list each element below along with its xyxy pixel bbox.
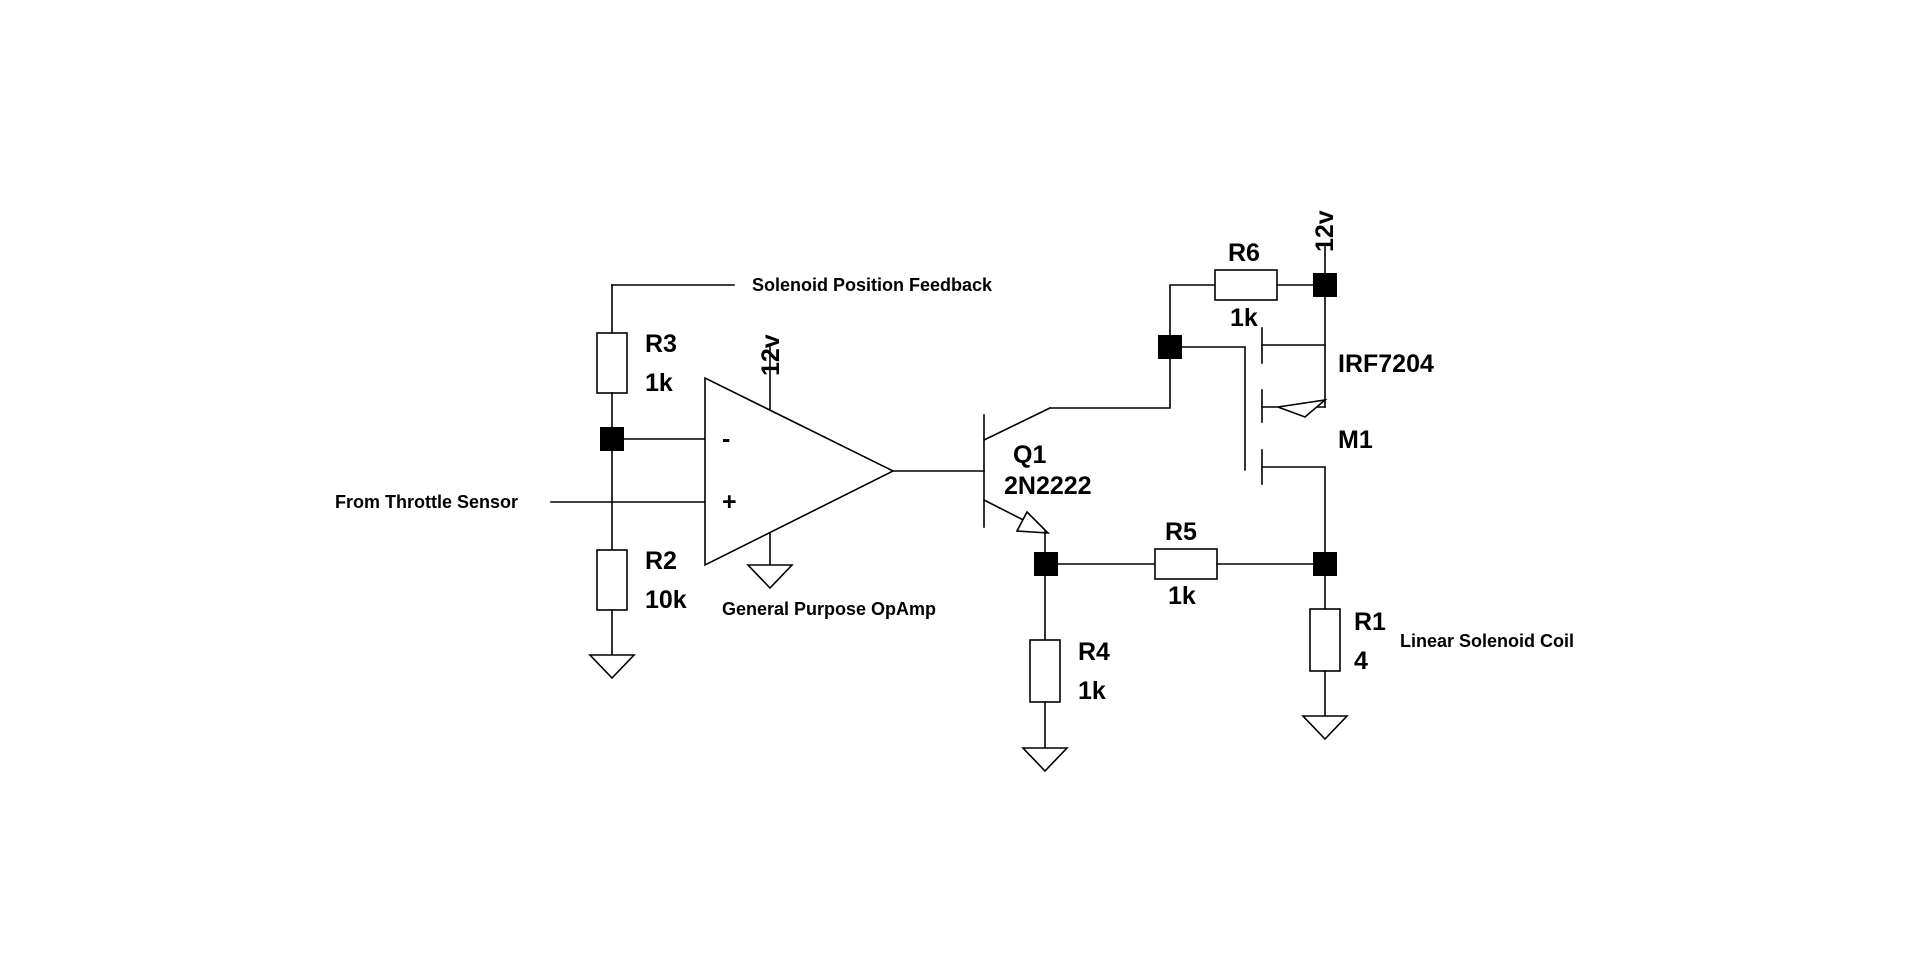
label-r4-ref: R4 [1078, 638, 1110, 666]
label-r2-value: 10k [645, 586, 687, 614]
resistor-r3 [596, 332, 628, 394]
label-r4-value: 1k [1078, 677, 1106, 705]
label-r3-value: 1k [645, 369, 673, 397]
label-opamp: General Purpose OpAmp [722, 599, 936, 619]
label-r6-ref: R6 [1228, 239, 1260, 267]
ground-symbol-r2 [588, 654, 636, 680]
label-r5-value: 1k [1168, 582, 1196, 610]
label-r1-value: 4 [1354, 647, 1368, 675]
r6-left-wire [1169, 284, 1216, 348]
resistor-r2 [596, 549, 628, 611]
label-mosfet-supply: 12v [1311, 210, 1339, 252]
label-q1-part: 2N2222 [1004, 472, 1092, 500]
ground-symbol-r1 [1301, 715, 1349, 741]
label-r6-value: 1k [1230, 304, 1258, 332]
label-feedback: Solenoid Position Feedback [752, 275, 993, 295]
ground-symbol-r4 [1021, 747, 1069, 773]
label-opamp-supply: 12v [757, 334, 785, 376]
label-r3-ref: R3 [645, 330, 677, 358]
label-r2-ref: R2 [645, 547, 677, 575]
resistor-r4 [1029, 639, 1061, 703]
ground-symbol-opamp [746, 564, 794, 590]
label-r5-ref: R5 [1165, 518, 1197, 546]
feedback-wire [611, 284, 735, 334]
label-m1-ref: M1 [1338, 426, 1373, 454]
mosfet-m1 [1169, 284, 1328, 565]
label-opamp-minus: - [722, 425, 730, 453]
emitter-arrow [1015, 510, 1051, 534]
label-m1-part: IRF7204 [1338, 350, 1434, 378]
label-opamp-plus: + [722, 488, 737, 516]
body-diode-arrow [1277, 398, 1328, 418]
label-q1-ref: Q1 [1013, 441, 1046, 469]
label-solenoid-coil: Linear Solenoid Coil [1400, 631, 1574, 651]
label-r1-ref: R1 [1354, 608, 1386, 636]
resistor-r6 [1214, 269, 1278, 301]
q1-collector-wire [1049, 346, 1171, 409]
label-throttle-input: From Throttle Sensor [335, 492, 518, 512]
resistor-r1 [1309, 608, 1341, 672]
transistor-q1 [982, 406, 1052, 534]
resistor-r5 [1154, 548, 1218, 580]
opamp [704, 345, 895, 590]
